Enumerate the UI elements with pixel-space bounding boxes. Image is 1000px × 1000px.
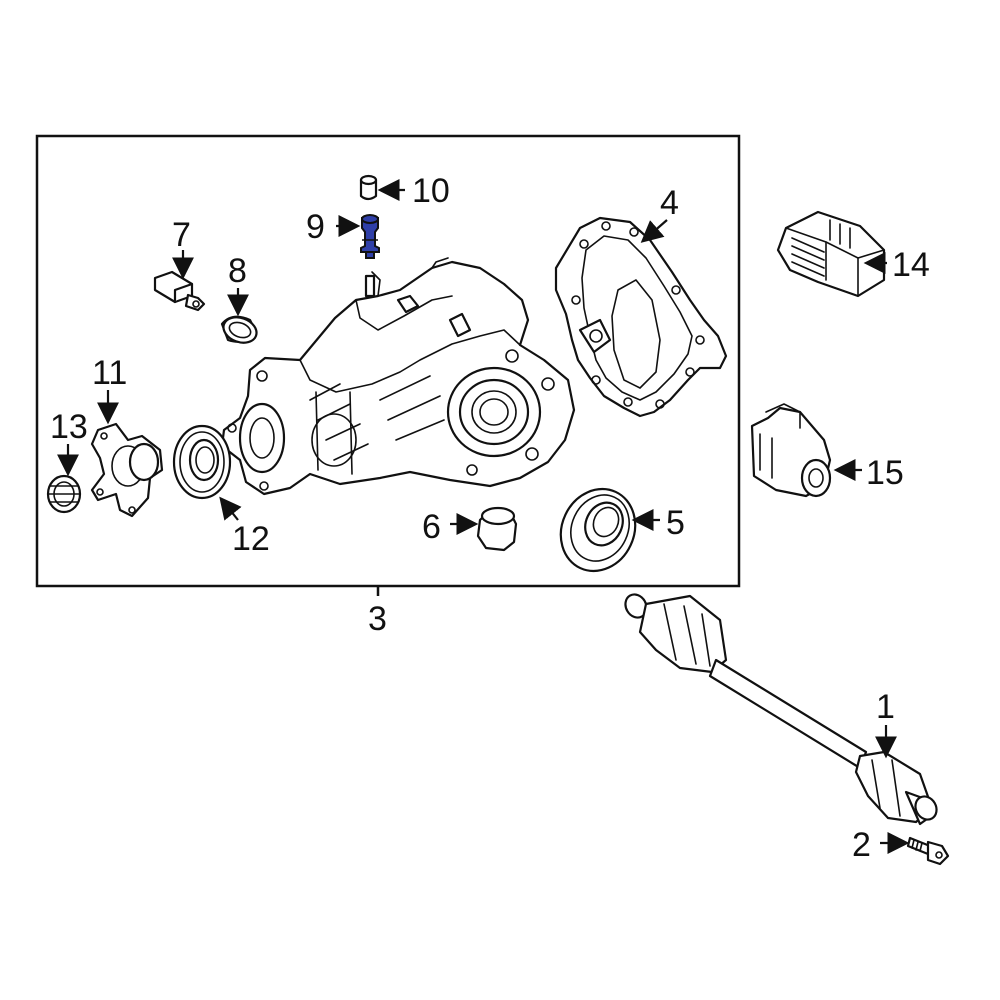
callout-13[interactable]: 13 <box>50 408 88 446</box>
part-7-sensor[interactable] <box>153 270 206 312</box>
part-8-bushing[interactable] <box>220 313 260 347</box>
callout-1[interactable]: 1 <box>876 688 895 726</box>
callout-12[interactable]: 12 <box>232 520 270 558</box>
part-9-vent-highlighted[interactable] <box>360 214 380 259</box>
part-15-actuator[interactable] <box>750 403 832 498</box>
part-13-nut[interactable] <box>46 474 82 514</box>
part-12-seal[interactable] <box>172 424 232 500</box>
callout-labels: 10 9 7 8 4 14 11 13 15 6 5 12 3 1 2 <box>50 172 930 864</box>
callout-4[interactable]: 4 <box>660 184 679 222</box>
callout-9[interactable]: 9 <box>306 208 325 246</box>
callout-3[interactable]: 3 <box>368 600 387 638</box>
callout-8[interactable]: 8 <box>228 252 247 290</box>
callout-6[interactable]: 6 <box>422 508 441 546</box>
part-5-seal[interactable] <box>548 477 649 584</box>
part-3-differential-housing[interactable] <box>220 257 576 496</box>
part-11-flange[interactable] <box>90 422 164 518</box>
leader-arrows <box>57 179 910 854</box>
callout-14[interactable]: 14 <box>892 246 930 284</box>
callout-10[interactable]: 10 <box>412 172 450 210</box>
part-2-bolt[interactable] <box>906 836 950 866</box>
part-1-axle-shaft[interactable] <box>621 591 940 826</box>
part-6-bushing[interactable] <box>476 506 518 552</box>
callout-7[interactable]: 7 <box>172 216 191 254</box>
callout-15[interactable]: 15 <box>866 454 904 492</box>
part-10-cap[interactable] <box>359 174 378 201</box>
callout-11[interactable]: 11 <box>92 354 127 392</box>
assembly-group-box <box>35 134 741 588</box>
callout-5[interactable]: 5 <box>666 504 685 542</box>
callout-2[interactable]: 2 <box>852 826 871 864</box>
part-14-pad[interactable] <box>776 210 886 298</box>
part-4-cover[interactable] <box>554 216 728 418</box>
